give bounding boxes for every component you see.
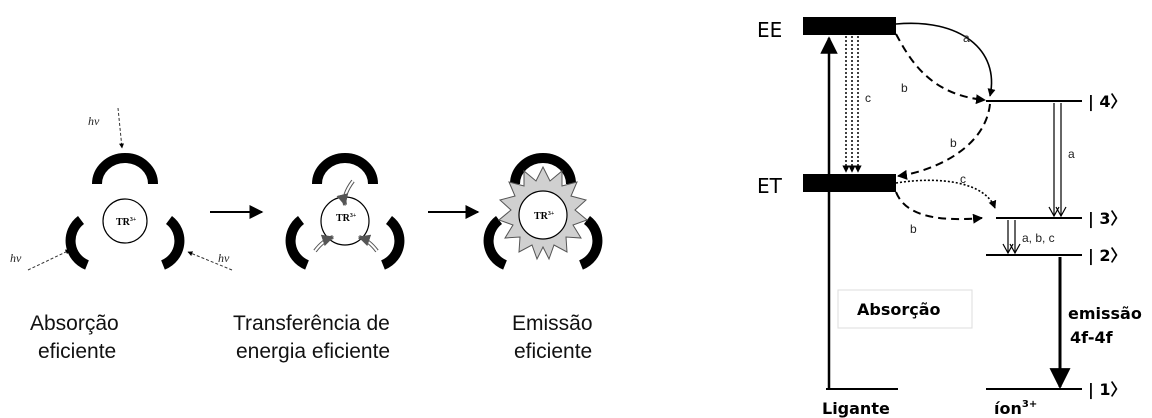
path-label-b-mid: b [950,136,957,150]
ligand-top [510,153,576,185]
ligand-right [380,215,405,270]
ion-level-2-label: | 2〉 [1088,246,1127,266]
path-label-a-top: a [963,31,970,45]
ligand-left [65,215,90,270]
ion-circle [518,190,568,240]
ion-level-1-label: | 1〉 [1088,380,1127,400]
state-et-label: ET [757,174,783,198]
caption-emission-line1: Emissão [512,312,593,335]
photon-label-right: hν [218,251,230,265]
caption-transfer-line2: energia eficiente [236,340,390,363]
emission-label-line1: emissão [1068,304,1142,323]
ligand-left [483,215,508,270]
path-label-c-bottom: c [960,172,966,186]
photon-label-top: hν [88,114,100,128]
absorption-label: Absorção [857,300,941,319]
path-b-4-to-et [897,103,991,180]
ion-label: íon3+ [994,399,1037,418]
path-b-et-to-3 [895,191,983,224]
transfer-complex: TR3+ [285,153,405,270]
ligand-top [312,153,378,185]
absorption-box [837,289,973,329]
state-ee-label: EE [757,18,782,42]
ion-circle [102,198,148,244]
ligand-right [578,215,603,270]
state-et-bar [803,174,896,192]
caption-transfer-line1: Transferência de [233,312,390,335]
path-label-abc: a, b, c [1022,231,1055,245]
caption-absorption-line1: Absorção [30,312,119,335]
ion-level-4-label: | 4〉 [1088,92,1127,112]
ligand-right [160,215,185,270]
path-label-b-bottom: b [910,222,917,236]
svg-text:TR3+: TR3+ [116,217,137,228]
path-label-a-right: a [1068,147,1075,161]
caption-emission-line2: eficiente [514,340,592,363]
absorption-complex: TR3+ hν hν hν [10,107,233,271]
photon-label-left: hν [10,251,22,265]
emission-complex: TR3+ [483,153,603,270]
emission-label-line2: 4f-4f [1070,328,1114,347]
ligand-label: Ligante [822,399,890,418]
photon-arrow-left [27,249,71,271]
path-label-c-top: c [865,91,871,105]
ligand-top [92,153,158,185]
path-c-et-to-3 [895,179,997,209]
ion-level-3-label: | 3〉 [1088,209,1127,229]
state-ee-bar [803,17,896,35]
path-b-ee-to-4 [895,33,986,105]
energy-level-diagram: EE ET Ligante Absorção c a b b c b | [757,17,1142,418]
photon-arrow-top [117,107,125,149]
svg-text:TR3+: TR3+ [336,213,357,224]
ligand-left [285,215,310,270]
path-a-ee-to-4 [895,22,996,97]
svg-text:TR3+: TR3+ [534,211,555,222]
photon-arrow-right [187,251,233,271]
caption-absorption-line2: eficiente [38,340,116,363]
path-label-b-top: b [901,81,908,95]
